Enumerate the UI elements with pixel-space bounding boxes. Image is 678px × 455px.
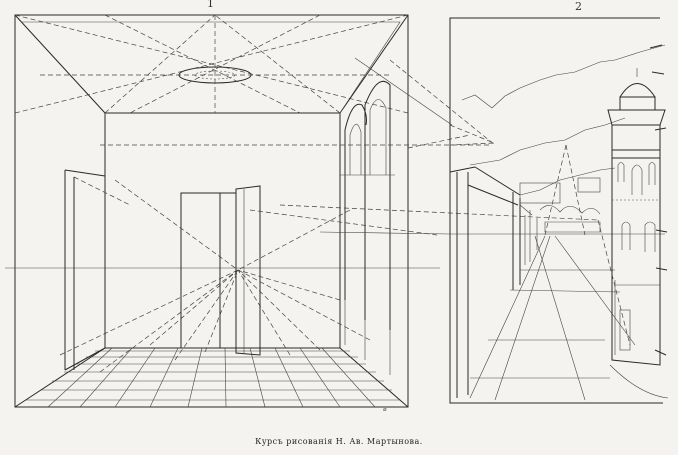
figure-2-number: 2: [575, 0, 582, 13]
distant-town: [519, 177, 601, 233]
left-buildings: [449, 166, 538, 398]
plate-caption: Курсъ рисованiя Н. Ав. Мартынова.: [255, 437, 423, 446]
street-lines: [469, 219, 636, 401]
distant-mountains: [461, 44, 666, 109]
back-door: [180, 185, 261, 356]
tower: [607, 68, 666, 366]
figure-2-street: [319, 17, 669, 404]
figure-1-number: 1: [207, 0, 214, 10]
left-door: [64, 169, 131, 371]
right-wall-arches: [340, 80, 395, 375]
figure-1-interior: ⌀: [5, 14, 440, 413]
floor-vanishing-lines: [59, 179, 371, 373]
floor-grid: [26, 347, 400, 408]
connecting-lines: [100, 57, 599, 236]
figure-2-frame: [449, 17, 663, 404]
svg-text:⌀: ⌀: [383, 406, 387, 413]
back-wall: [104, 112, 341, 349]
